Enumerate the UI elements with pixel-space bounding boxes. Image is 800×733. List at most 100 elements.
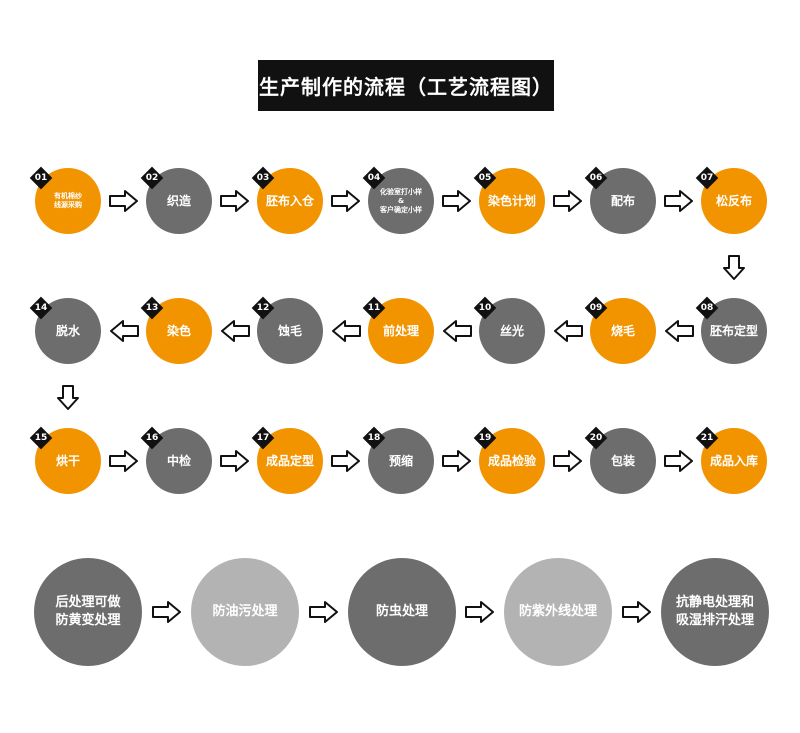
step-20-circle: 包装 20	[584, 426, 656, 494]
step-number-badge: 08	[695, 296, 719, 320]
step-label: 预缩	[388, 454, 413, 468]
step-number: 15	[34, 433, 48, 443]
step-label: 中检	[166, 454, 191, 468]
step-label: 织造	[166, 194, 191, 208]
finishing-circle-5: 抗静电处理和 吸湿排汗处理	[661, 558, 769, 666]
step-number: 16	[145, 433, 159, 443]
step-number-badge: 14	[29, 296, 53, 320]
step-number-badge: 09	[584, 296, 608, 320]
step-number: 06	[589, 173, 603, 183]
step-number: 04	[367, 173, 381, 183]
arrow-left-icon	[442, 320, 472, 346]
finishing-circle-4: 防紫外线处理	[504, 558, 612, 666]
step-number: 01	[34, 173, 48, 183]
step-number-badge: 01	[29, 166, 53, 190]
step-number: 21	[700, 433, 714, 443]
step-label: 烘干	[55, 454, 80, 468]
step-label: 烧毛	[610, 324, 635, 338]
step-15-circle: 烘干 15	[29, 426, 101, 494]
arrow-left-icon	[220, 320, 250, 346]
finishing-label: 防虫处理	[375, 604, 428, 619]
step-number: 03	[256, 173, 270, 183]
step-label: 成品入库	[709, 454, 758, 468]
step-09-circle: 烧毛 09	[584, 296, 656, 364]
page-title: 生产制作的流程（工艺流程图）	[258, 60, 554, 111]
step-07-circle: 松反布 07	[695, 166, 767, 234]
step-number: 12	[256, 303, 270, 313]
step-label: 染色	[166, 324, 191, 338]
step-label: 脱水	[55, 324, 80, 338]
step-label: 成品检验	[487, 454, 536, 468]
step-number-badge: 07	[695, 166, 719, 190]
step-label: 染色计划	[487, 194, 536, 208]
arrow-right-icon	[330, 190, 361, 216]
step-12-circle: 蚀毛 12	[251, 296, 323, 364]
step-02-circle: 织造 02	[140, 166, 212, 234]
step-number: 08	[700, 303, 714, 313]
step-number: 14	[34, 303, 48, 313]
arrow-right-icon	[219, 190, 250, 216]
step-number: 20	[589, 433, 603, 443]
step-number: 09	[589, 303, 603, 313]
arrow-down-icon	[723, 255, 745, 285]
step-label: 有机棉纱 线源采购	[54, 192, 82, 209]
arrow-left-icon	[109, 320, 139, 346]
arrow-right-icon	[308, 601, 339, 627]
step-number-badge: 06	[584, 166, 608, 190]
step-number-badge: 17	[251, 426, 275, 450]
step-label: 胚布入仓	[265, 194, 314, 208]
step-number-badge: 03	[251, 166, 275, 190]
step-08-circle: 胚布定型 08	[695, 296, 767, 364]
step-number-badge: 18	[362, 426, 386, 450]
arrow-right-icon	[465, 601, 495, 627]
arrow-left-icon	[553, 320, 583, 346]
step-number-badge: 10	[473, 296, 497, 320]
step-number-badge: 11	[362, 296, 386, 320]
arrow-right-icon	[108, 450, 139, 476]
finishing-circle-1: 后处理可做 防黄变处理	[34, 558, 142, 666]
arrow-left-icon	[664, 320, 694, 346]
arrow-right-icon	[441, 190, 472, 216]
step-number-badge: 13	[140, 296, 164, 320]
step-label: 前处理	[382, 324, 419, 338]
step-number-badge: 19	[473, 426, 497, 450]
step-number-badge: 02	[140, 166, 164, 190]
step-number: 05	[478, 173, 492, 183]
step-label: 蚀毛	[277, 324, 302, 338]
arrow-right-icon	[219, 450, 250, 476]
step-label: 胚布定型	[709, 324, 758, 338]
step-03-circle: 胚布入仓 03	[251, 166, 323, 234]
arrow-right-icon	[441, 450, 472, 476]
arrow-right-icon	[151, 601, 182, 627]
step-number: 11	[367, 303, 381, 313]
step-number: 19	[478, 433, 492, 443]
step-number: 17	[256, 433, 270, 443]
finishing-circle-2: 防油污处理	[191, 558, 299, 666]
step-16-circle: 中检 16	[140, 426, 212, 494]
arrow-right-icon	[330, 450, 361, 476]
step-number-badge: 16	[140, 426, 164, 450]
step-label: 丝光	[499, 324, 524, 338]
step-label: 松反布	[715, 194, 752, 208]
step-label: 包装	[610, 454, 635, 468]
step-number-badge: 12	[251, 296, 275, 320]
arrow-right-icon	[552, 450, 583, 476]
step-number: 02	[145, 173, 159, 183]
step-number-badge: 05	[473, 166, 497, 190]
step-11-circle: 前处理 11	[362, 296, 434, 364]
finishing-label: 后处理可做 防黄变处理	[55, 595, 121, 628]
arrow-left-icon	[331, 320, 361, 346]
step-number: 07	[700, 173, 714, 183]
step-01-circle: 有机棉纱 线源采购 01	[29, 166, 101, 234]
step-number-badge: 04	[362, 166, 386, 190]
arrow-right-icon	[552, 190, 583, 216]
arrow-right-icon	[108, 190, 139, 216]
finishing-circle-3: 防虫处理	[348, 558, 456, 666]
step-21-circle: 成品入库 21	[695, 426, 767, 494]
finishing-label: 防紫外线处理	[518, 604, 597, 619]
